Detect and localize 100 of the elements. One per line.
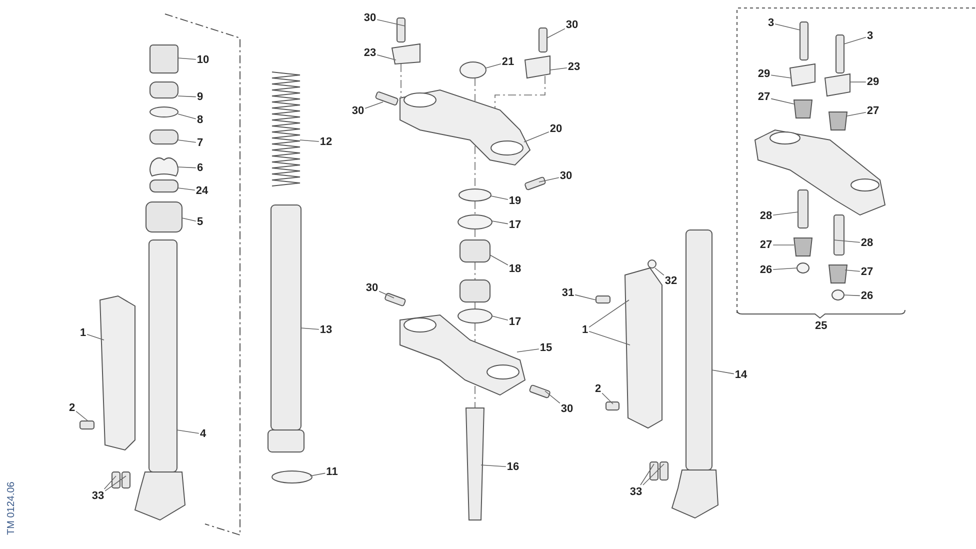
callout-number: 30 [558, 169, 574, 183]
fork-tube-drawing [268, 204, 304, 452]
callout-number: 9 [196, 90, 204, 104]
screw-drawing [596, 296, 610, 304]
callout-number: 10 [196, 53, 210, 67]
leader-line [602, 392, 614, 404]
callout-number: 1 [580, 323, 590, 337]
leader-line [378, 290, 394, 298]
screw-drawing [606, 402, 620, 410]
leader-line [486, 64, 502, 68]
leader-line [588, 300, 630, 328]
guide-line [474, 322, 476, 342]
callout-number: 19 [508, 194, 522, 208]
fork-leg-drawing [134, 240, 186, 521]
leader-line [772, 244, 794, 246]
callout-number: 4 [198, 427, 208, 441]
bolt-drawing [538, 28, 548, 52]
rubber-bushing-drawing [793, 238, 813, 256]
circlip-drawing [272, 470, 312, 484]
screw-drawing [80, 420, 94, 430]
leader-line [654, 268, 664, 276]
guide-line [400, 64, 402, 98]
sleeve-drawing [834, 214, 844, 256]
leader-line [770, 98, 794, 104]
callout-number: 27 [758, 238, 774, 252]
bolt-drawing [374, 90, 399, 106]
callout-number: 27 [860, 265, 874, 279]
leader-line [770, 74, 792, 78]
leader-line [178, 188, 196, 190]
callout-number: 21 [500, 55, 516, 69]
bearing-drawing [460, 240, 490, 262]
bolt-drawing [396, 18, 406, 42]
rubber-bushing-drawing [793, 100, 813, 118]
leader-line [176, 430, 200, 434]
leader-line [178, 140, 196, 143]
leader-line [574, 294, 596, 300]
lower-triple-clamp-drawing [400, 314, 526, 396]
spring-drawing [272, 72, 300, 186]
handlebar-clamp-drawing [789, 63, 816, 87]
leader-line [516, 348, 540, 352]
callout-number: 16 [506, 460, 520, 474]
callout-number: 13 [318, 323, 334, 337]
leader-line [774, 24, 800, 30]
handlebar-clamp-drawing [824, 73, 850, 97]
callout-number: 29 [866, 75, 880, 89]
callout-number: 31 [560, 286, 576, 300]
callout-number: 5 [196, 215, 204, 229]
leader-line [546, 28, 566, 38]
callout-number: 24 [194, 184, 210, 198]
guide-line [494, 76, 546, 108]
guide-line [474, 302, 476, 310]
callout-number: 32 [664, 274, 678, 288]
bolt-drawing [384, 292, 406, 307]
callout-number: 33 [90, 489, 106, 503]
handlebar-clamp-drawing [391, 43, 420, 65]
guide-line [474, 200, 476, 216]
leader-line [76, 410, 88, 422]
leader-line [772, 268, 798, 270]
seal-drawing [150, 180, 178, 192]
assembly-number: 25 [815, 320, 828, 332]
callout-number: 28 [860, 236, 874, 250]
guide-line [474, 262, 476, 280]
callout-number: 1 [78, 326, 88, 340]
callout-number: 18 [508, 262, 522, 276]
leader-line [712, 370, 734, 374]
nut-drawing [460, 62, 486, 78]
callout-number: 14 [734, 368, 748, 382]
leader-line [834, 240, 860, 243]
leader-line [178, 114, 196, 120]
leader-line [550, 68, 568, 70]
callout-number: 2 [594, 382, 602, 396]
callout-number: 27 [756, 90, 772, 104]
bolt-drawing [528, 384, 551, 399]
seal-drawing [150, 130, 178, 144]
bearing-race-drawing [458, 308, 492, 324]
leader-line [642, 464, 664, 486]
callout-number: 30 [350, 104, 366, 118]
leader-line [86, 334, 104, 340]
callout-number: 30 [364, 281, 380, 295]
callout-number: 29 [756, 67, 772, 81]
nut-drawing [648, 260, 656, 268]
leader-line [844, 36, 866, 44]
leader-line [490, 196, 508, 200]
leader-line [544, 390, 560, 404]
leader-line [772, 212, 798, 216]
seal-drawing [150, 82, 178, 98]
drawing-number: TM 0124.06 [6, 482, 17, 535]
leader-line [300, 140, 320, 142]
leader-line [844, 270, 860, 272]
washer-drawing [832, 290, 844, 300]
handlebar-clamp-drawing [524, 55, 550, 79]
leader-line [640, 464, 654, 486]
ring-drawing [150, 106, 178, 118]
leader-line [182, 218, 196, 222]
callout-number: 23 [362, 46, 378, 60]
bolt-drawing [836, 34, 844, 74]
callout-number: 30 [560, 402, 574, 416]
callout-number: 30 [362, 11, 378, 25]
fork-guard-drawing [624, 267, 662, 429]
leader-line [490, 254, 508, 266]
